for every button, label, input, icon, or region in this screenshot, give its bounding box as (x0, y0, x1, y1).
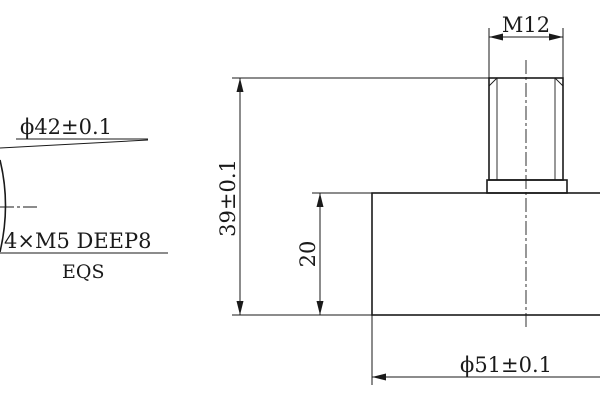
holes-label: 4×M5 DEEP8 (4, 229, 151, 253)
body-outline (371, 192, 600, 316)
dim-body-height: 20 (296, 192, 372, 315)
dim-thread: M12 (488, 13, 564, 78)
thread-chamfer-left (488, 77, 498, 87)
stud-collar (486, 179, 568, 194)
thread-arrow-right (549, 33, 563, 41)
thread-label: M12 (502, 13, 550, 37)
total-height-arrow-bottom (236, 301, 244, 315)
body-height-arrow-top (316, 193, 324, 207)
thread-chamfer-right (554, 77, 564, 87)
holes-eqs-label: EQS (62, 261, 104, 283)
body-height-label: 20 (296, 241, 320, 268)
end-diameter-label: ϕ42±0.1 (20, 115, 112, 139)
body-height-arrow-bottom (316, 301, 324, 315)
total-height-label: 39±0.1 (216, 159, 240, 237)
end-view-arc (0, 159, 7, 253)
left-end-view: ϕ42±0.1 4×M5 DEEP8 EQS (0, 115, 168, 283)
dim-body-diameter: ϕ51±0.1 (371, 315, 600, 385)
dim-total-height: 39±0.1 (216, 77, 489, 316)
thread-arrow-left (489, 33, 503, 41)
total-height-arrow-top (236, 78, 244, 92)
body-diameter-label: ϕ51±0.1 (460, 353, 552, 377)
front-view (371, 60, 600, 330)
diameter-leader (0, 139, 149, 149)
body-diameter-arrow-left (372, 373, 386, 381)
